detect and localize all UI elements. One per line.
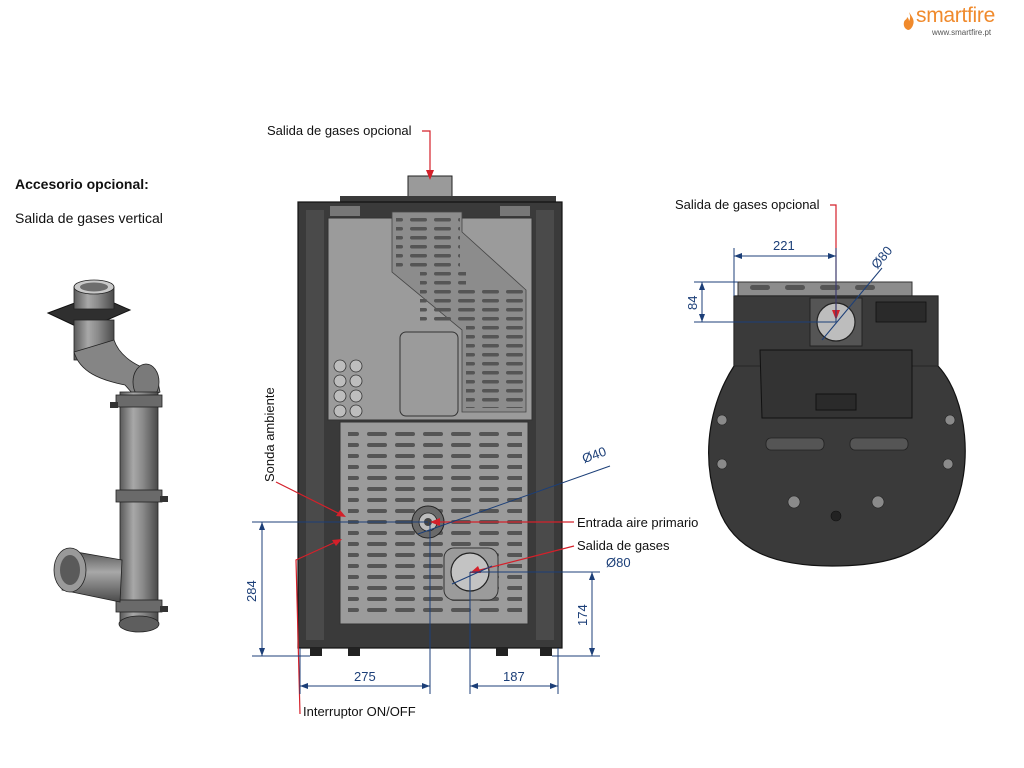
gas-outlet-label: Salida de gases: [577, 538, 670, 553]
brand-url: www.smartfire.pt: [932, 28, 992, 37]
vertical-flue-accessory: [46, 279, 168, 633]
accessory-subtitle: Salida de gases vertical: [15, 210, 163, 226]
brand-name: smartfire: [916, 4, 995, 27]
dim-284: 284: [244, 580, 259, 602]
sensor-label: Sonda ambiente: [262, 387, 277, 482]
rear-view-dimensions: [252, 465, 611, 694]
flame-icon: [903, 12, 914, 30]
smartfire-logo: smartfire www.smartfire.pt: [902, 4, 1020, 42]
rear-top-outlet-label: Salida de gases opcional: [267, 123, 412, 138]
accessory-title: Accesorio opcional:: [15, 176, 149, 192]
dim-275: 275: [354, 669, 376, 684]
dim-174: 174: [575, 604, 590, 626]
primary-air-label: Entrada aire primario: [577, 515, 699, 530]
top-view-dimensions: [694, 248, 883, 341]
dim-84: 84: [685, 295, 700, 310]
switch-label: Interruptor ON/OFF: [303, 704, 416, 719]
dim-221: 221: [773, 238, 795, 253]
dim-187: 187: [503, 669, 525, 684]
stove-top-view: [708, 281, 966, 567]
top-view-outlet-label: Salida de gases opcional: [675, 197, 820, 212]
dim-d80-rear: Ø80: [606, 555, 631, 570]
